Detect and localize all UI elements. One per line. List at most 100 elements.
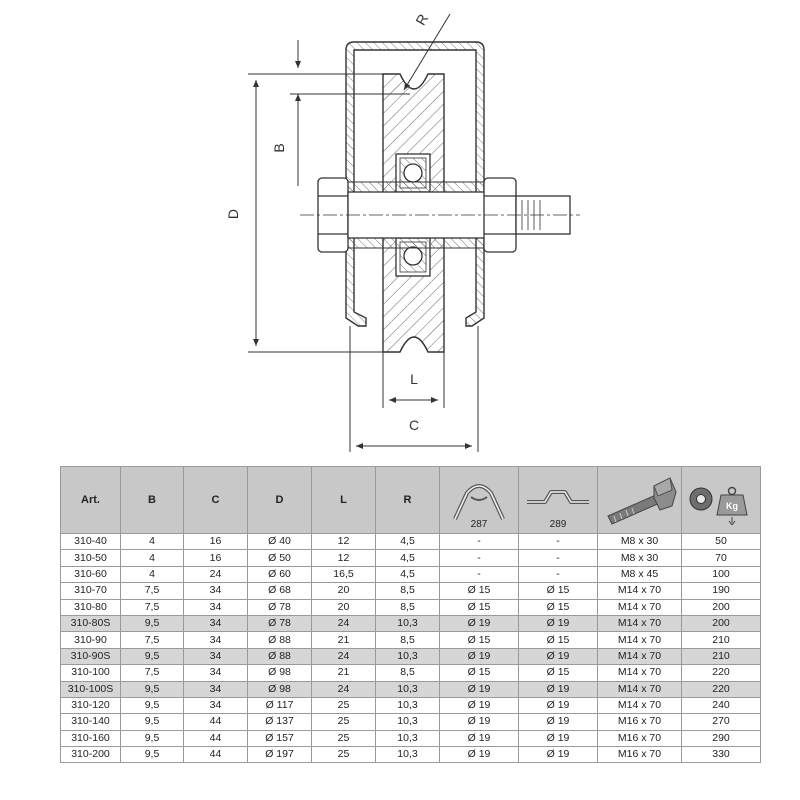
cell-load: 100	[681, 565, 761, 584]
cell-b: 9,5	[120, 713, 184, 731]
cell-bolt: M14 x 70	[597, 664, 682, 682]
cell-p289: -	[518, 549, 598, 567]
cell-l: 25	[311, 696, 376, 715]
cell-r: 8,5	[375, 582, 440, 600]
cell-p289: -	[518, 532, 598, 551]
cell-d: Ø 60	[247, 565, 312, 584]
cell-l: 16,5	[311, 565, 376, 584]
cell-p287: Ø 19	[439, 746, 519, 764]
cell-load: 190	[681, 582, 761, 600]
cell-bolt: M16 x 70	[597, 729, 682, 748]
load-kg-label: Kg	[726, 501, 738, 511]
cell-c: 16	[183, 549, 248, 567]
cell-r: 8,5	[375, 664, 440, 682]
cell-r: 10,3	[375, 680, 440, 698]
dimension-label-d: D	[225, 209, 241, 219]
cell-c: 34	[183, 680, 248, 698]
dimension-label-c: C	[409, 417, 419, 433]
cell-bolt: M8 x 45	[597, 565, 682, 584]
cell-p287: -	[439, 532, 519, 551]
cell-l: 24	[311, 680, 376, 698]
cell-b: 7,5	[120, 664, 184, 682]
cell-load: 200	[681, 598, 761, 616]
cell-art: 310-100	[60, 664, 121, 682]
cell-c: 44	[183, 713, 248, 731]
cell-b: 9,5	[120, 746, 184, 764]
cell-b: 4	[120, 549, 184, 567]
cell-load: 220	[681, 664, 761, 682]
header-l: L	[311, 466, 376, 534]
bracket-289-icon	[527, 490, 589, 504]
cell-r: 10,3	[375, 746, 440, 764]
cell-load: 70	[681, 549, 761, 567]
cell-c: 34	[183, 582, 248, 600]
cell-load: 240	[681, 696, 761, 715]
cell-l: 25	[311, 713, 376, 731]
cell-b: 9,5	[120, 729, 184, 748]
cell-l: 12	[311, 532, 376, 551]
cell-r: 10,3	[375, 696, 440, 715]
cell-art: 310-160	[60, 729, 121, 748]
cell-b: 7,5	[120, 631, 184, 649]
cell-d: Ø 50	[247, 549, 312, 567]
cell-r: 4,5	[375, 565, 440, 584]
cell-p287: Ø 15	[439, 631, 519, 649]
cell-bolt: M14 x 70	[597, 631, 682, 649]
cell-d: Ø 137	[247, 713, 312, 731]
specification-table: Art. B C D L R 287 289	[60, 466, 761, 764]
cell-p287: Ø 19	[439, 614, 519, 633]
cell-p289: Ø 19	[518, 729, 598, 748]
cell-r: 10,3	[375, 647, 440, 666]
cell-d: Ø 98	[247, 664, 312, 682]
cell-b: 7,5	[120, 582, 184, 600]
cell-d: Ø 68	[247, 582, 312, 600]
dimension-label-r: R	[412, 11, 431, 28]
dimension-label-b: B	[271, 143, 287, 152]
cell-l: 21	[311, 631, 376, 649]
cell-load: 210	[681, 631, 761, 649]
bracket-289-caption: 289	[549, 519, 567, 530]
cell-d: Ø 98	[247, 680, 312, 698]
cell-p289: Ø 19	[518, 647, 598, 666]
cell-load: 50	[681, 532, 761, 551]
cell-art: 310-80S	[60, 614, 121, 633]
cell-p287: Ø 15	[439, 664, 519, 682]
cell-l: 24	[311, 647, 376, 666]
cell-p287: Ø 19	[439, 647, 519, 666]
cell-d: Ø 117	[247, 696, 312, 715]
cell-d: Ø 88	[247, 647, 312, 666]
cell-b: 4	[120, 565, 184, 584]
cell-l: 25	[311, 746, 376, 764]
cell-l: 21	[311, 664, 376, 682]
cell-art: 310-140	[60, 713, 121, 731]
cell-c: 34	[183, 647, 248, 666]
dimension-r	[403, 13, 451, 91]
bracket-287-caption: 287	[470, 519, 488, 530]
cell-b: 9,5	[120, 696, 184, 715]
cell-l: 25	[311, 729, 376, 748]
cell-art: 310-80	[60, 598, 121, 616]
cell-load: 220	[681, 680, 761, 698]
cell-art: 310-50	[60, 549, 121, 567]
cell-l: 20	[311, 598, 376, 616]
cell-bolt: M8 x 30	[597, 532, 682, 551]
cell-b: 9,5	[120, 614, 184, 633]
cell-p289: Ø 19	[518, 614, 598, 633]
cell-bolt: M14 x 70	[597, 598, 682, 616]
cell-b: 4	[120, 532, 184, 551]
cell-l: 20	[311, 582, 376, 600]
cell-l: 24	[311, 614, 376, 633]
cell-d: Ø 78	[247, 598, 312, 616]
cell-p289: Ø 15	[518, 582, 598, 600]
header-c: C	[183, 466, 248, 534]
cell-r: 8,5	[375, 631, 440, 649]
cell-c: 44	[183, 729, 248, 748]
